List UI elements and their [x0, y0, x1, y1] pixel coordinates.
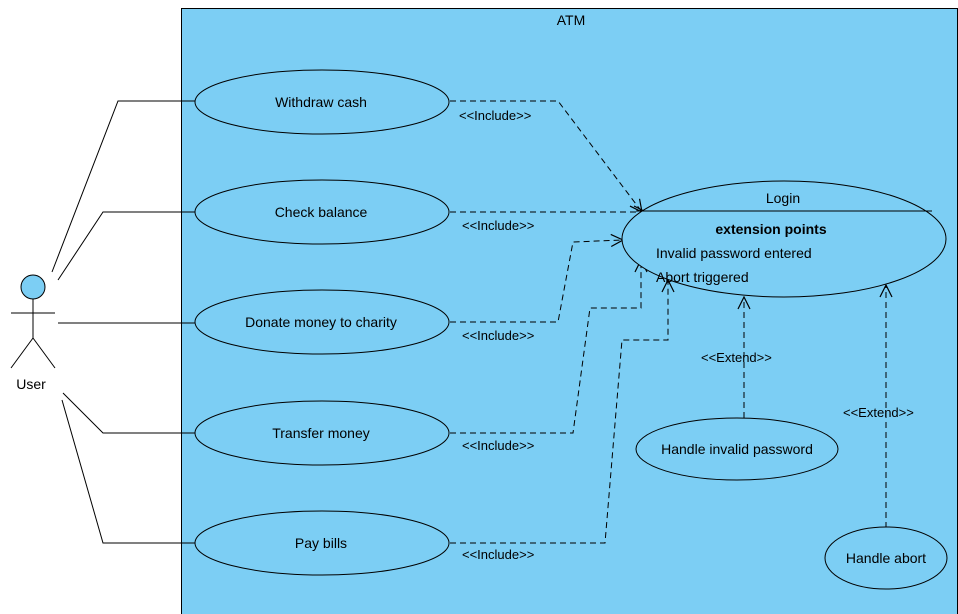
include-label-transfer: <<Include>>: [462, 438, 534, 453]
use-case-handle-abort[interactable]: Handle abort: [824, 526, 948, 590]
relationship-labels: <<Include>> <<Include>> <<Include>> <<In…: [459, 108, 914, 562]
association-check: [57, 211, 196, 281]
use-case-label: Donate money to charity: [245, 314, 397, 330]
include-line-donate: [450, 240, 623, 323]
include-label-donate: <<Include>>: [462, 328, 534, 343]
use-case-label: Pay bills: [295, 535, 347, 551]
use-case-donate[interactable]: Donate money to charity: [194, 289, 450, 355]
use-case-login[interactable]: Login extension points Invalid password …: [621, 180, 947, 298]
actor-user[interactable]: User: [10, 274, 56, 392]
association-transfer: [62, 392, 196, 434]
include-label-withdraw: <<Include>>: [459, 108, 531, 123]
include-label-check: <<Include>>: [462, 218, 534, 233]
extension-point-item: Abort triggered: [656, 269, 749, 285]
login-title: Login: [766, 190, 800, 206]
association-pay: [61, 399, 196, 544]
extend-label-abort: <<Extend>>: [843, 405, 914, 420]
use-case-transfer-money[interactable]: Transfer money: [194, 400, 450, 466]
include-line-transfer: [450, 260, 641, 434]
use-case-check-balance[interactable]: Check balance: [194, 179, 450, 245]
extension-point-item: Invalid password entered: [656, 245, 812, 261]
include-line-pay: [450, 280, 668, 544]
use-case-withdraw-cash[interactable]: Withdraw cash: [194, 69, 450, 135]
use-case-label: Check balance: [275, 204, 368, 220]
use-case-label: Handle abort: [846, 550, 926, 566]
include-label-pay: <<Include>>: [462, 547, 534, 562]
extend-label-invalid: <<Extend>>: [701, 350, 772, 365]
use-case-label: Handle invalid password: [661, 441, 813, 457]
use-case-pay-bills[interactable]: Pay bills: [194, 510, 450, 576]
extend-dependencies: [744, 285, 886, 528]
actor-associations: [51, 100, 196, 544]
association-withdraw: [51, 100, 196, 273]
stick-figure-icon: [10, 274, 56, 369]
include-line-withdraw: [450, 100, 642, 212]
system-name: ATM: [557, 12, 586, 28]
use-case-handle-invalid-password[interactable]: Handle invalid password: [635, 417, 839, 481]
extension-points-title: extension points: [715, 221, 826, 237]
actor-name: User: [16, 376, 46, 392]
use-case-label: Withdraw cash: [275, 94, 367, 110]
include-dependencies: [450, 100, 668, 544]
use-case-label: Transfer money: [272, 425, 370, 441]
